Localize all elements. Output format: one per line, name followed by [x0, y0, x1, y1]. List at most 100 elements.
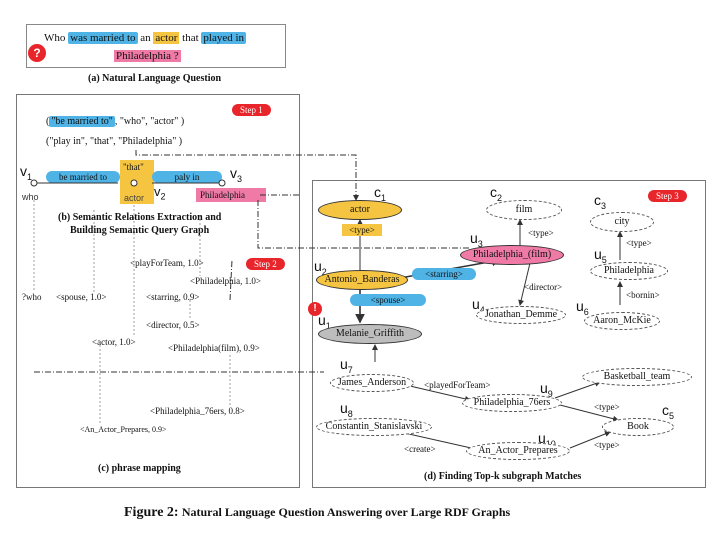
- v3-letter: v: [230, 165, 237, 181]
- q-married: was married to: [68, 32, 138, 44]
- v3-label: v3: [230, 165, 242, 184]
- c1-label: c1: [374, 184, 386, 203]
- edge-type-film: <type>: [528, 228, 554, 238]
- u9-sub: 9: [547, 388, 553, 399]
- u8-letter: u: [340, 400, 348, 416]
- step1-badge: Step 1: [232, 104, 271, 116]
- edge-played: <playedForTeam>: [424, 380, 491, 390]
- edge-type-team: <type>: [594, 402, 620, 412]
- u4-letter: u: [472, 296, 480, 312]
- node-phil-film: Philadelphia_(film): [460, 245, 564, 265]
- map-phil76: <Philadelphia_76ers, 0.8>: [150, 406, 245, 416]
- map-philadelphia: <Philadelphia, 1.0>: [190, 276, 261, 286]
- edge-play-text: paly in: [174, 172, 200, 182]
- node-aaron: Aaron_McKie: [584, 312, 660, 330]
- edge-starring: <starring>: [412, 268, 476, 280]
- node-team: Basketball_team: [582, 368, 692, 386]
- question-line1: Who was married to an actor that played …: [44, 32, 247, 44]
- caption-c: (c) phrase mapping: [98, 463, 181, 474]
- c2-letter: c: [490, 184, 497, 200]
- map-philfilm: <Philadelphia(film), 0.9>: [168, 343, 260, 353]
- node-james: James_Anderson: [330, 374, 414, 392]
- u8-sub: 8: [347, 408, 353, 419]
- u3-letter: u: [470, 230, 478, 246]
- c2-label: c2: [490, 184, 502, 203]
- that-label: "that": [123, 162, 144, 172]
- u6-label: u6: [576, 298, 589, 317]
- node-aap: An_Actor_Prepares: [466, 442, 570, 460]
- node-jonathan: Jonathan_Demme: [476, 306, 566, 324]
- triple1: ("be married to", "who", "actor" ): [46, 116, 185, 127]
- philadelphia-highlight: [196, 188, 266, 202]
- v1-label: v1: [20, 163, 32, 182]
- q-philadelphia: Philadelphia ?: [114, 50, 181, 62]
- u3-sub: 3: [477, 238, 483, 249]
- who-label-b: who: [22, 192, 39, 202]
- v2-sub: 2: [160, 191, 166, 202]
- edge-type-actor: <type>: [342, 224, 382, 236]
- node-book: Book: [602, 418, 674, 436]
- c1-letter: c: [374, 184, 381, 200]
- right-panel-frame: [312, 180, 706, 488]
- u10-letter: u: [538, 430, 546, 446]
- u5-letter: u: [594, 246, 602, 262]
- node-melanie: Melanie_Griffith: [318, 324, 422, 344]
- figure-title: Natural Language Question Answering over…: [181, 505, 511, 519]
- map-playforteam: <playForTeam, 1.0>: [130, 258, 204, 268]
- map-starring: <starring, 0.9>: [146, 292, 200, 302]
- triple1-rel: "be married to": [49, 116, 115, 127]
- map-aap: <An_Actor_Prepares, 0.9>: [80, 425, 167, 434]
- node-phil76: Philadelphia_76ers: [462, 394, 562, 412]
- edge-married: be married to: [46, 171, 120, 183]
- question-line2: Philadelphia ?: [114, 50, 181, 62]
- u9-letter: u: [540, 380, 548, 396]
- who-c: ?who: [22, 292, 42, 302]
- u8-label: u8: [340, 400, 353, 419]
- u2-sub: 2: [321, 266, 327, 277]
- triple1-rest: , "who", "actor" ): [114, 116, 185, 127]
- node-constantin: Constantin_Stanislavski: [316, 418, 432, 436]
- node-city: city: [590, 212, 654, 232]
- edge-type-book: <type>: [594, 440, 620, 450]
- u6-letter: u: [576, 298, 584, 314]
- u1-label: u1: [318, 312, 331, 331]
- actor-label-b: actor: [124, 193, 145, 203]
- c3-sub: 3: [601, 200, 607, 211]
- c1-sub: 1: [381, 192, 387, 203]
- q-who: Who: [44, 32, 69, 44]
- edge-director: <director>: [524, 282, 563, 292]
- question-box: [26, 24, 286, 68]
- step3-badge: Step 3: [648, 190, 687, 202]
- u2-label: u2: [314, 258, 327, 277]
- caption-a: (a) Natural Language Question: [88, 73, 222, 84]
- edge-married-text: be married to: [59, 172, 107, 182]
- c3-label: c3: [594, 192, 606, 211]
- caption-b1: (b) Semantic Relations Extraction and: [58, 212, 222, 223]
- edge-create: <create>: [404, 444, 436, 454]
- u7-letter: u: [340, 356, 348, 372]
- node-actor: actor: [318, 200, 402, 220]
- q-actor: actor: [153, 32, 180, 44]
- figure-label: Figure 2:: [124, 505, 179, 520]
- c5-sub: 5: [669, 410, 675, 421]
- u6-sub: 6: [583, 306, 589, 317]
- u7-sub: 7: [347, 364, 353, 375]
- node-film: film: [486, 200, 562, 220]
- v1-letter: v: [20, 163, 27, 179]
- u7-label: u7: [340, 356, 353, 375]
- v2-letter: v: [154, 184, 161, 199]
- u1-letter: u: [318, 312, 326, 328]
- u5-sub: 5: [601, 254, 607, 265]
- figure-caption: Figure 2: Natural Language Question Answ…: [124, 504, 510, 521]
- question-badge: ?: [28, 44, 46, 62]
- v1-sub: 1: [27, 171, 33, 182]
- edge-play: paly in: [152, 171, 222, 183]
- q-that: that: [179, 32, 202, 44]
- u1-sub: 1: [325, 320, 331, 331]
- v2-label: v2: [154, 184, 166, 202]
- map-actor: <actor, 1.0>: [92, 337, 136, 347]
- q-an: an: [137, 32, 154, 44]
- philadelphia-b: Philadelphia: [200, 190, 245, 200]
- caption-b2: Building Semantic Query Graph: [70, 225, 210, 236]
